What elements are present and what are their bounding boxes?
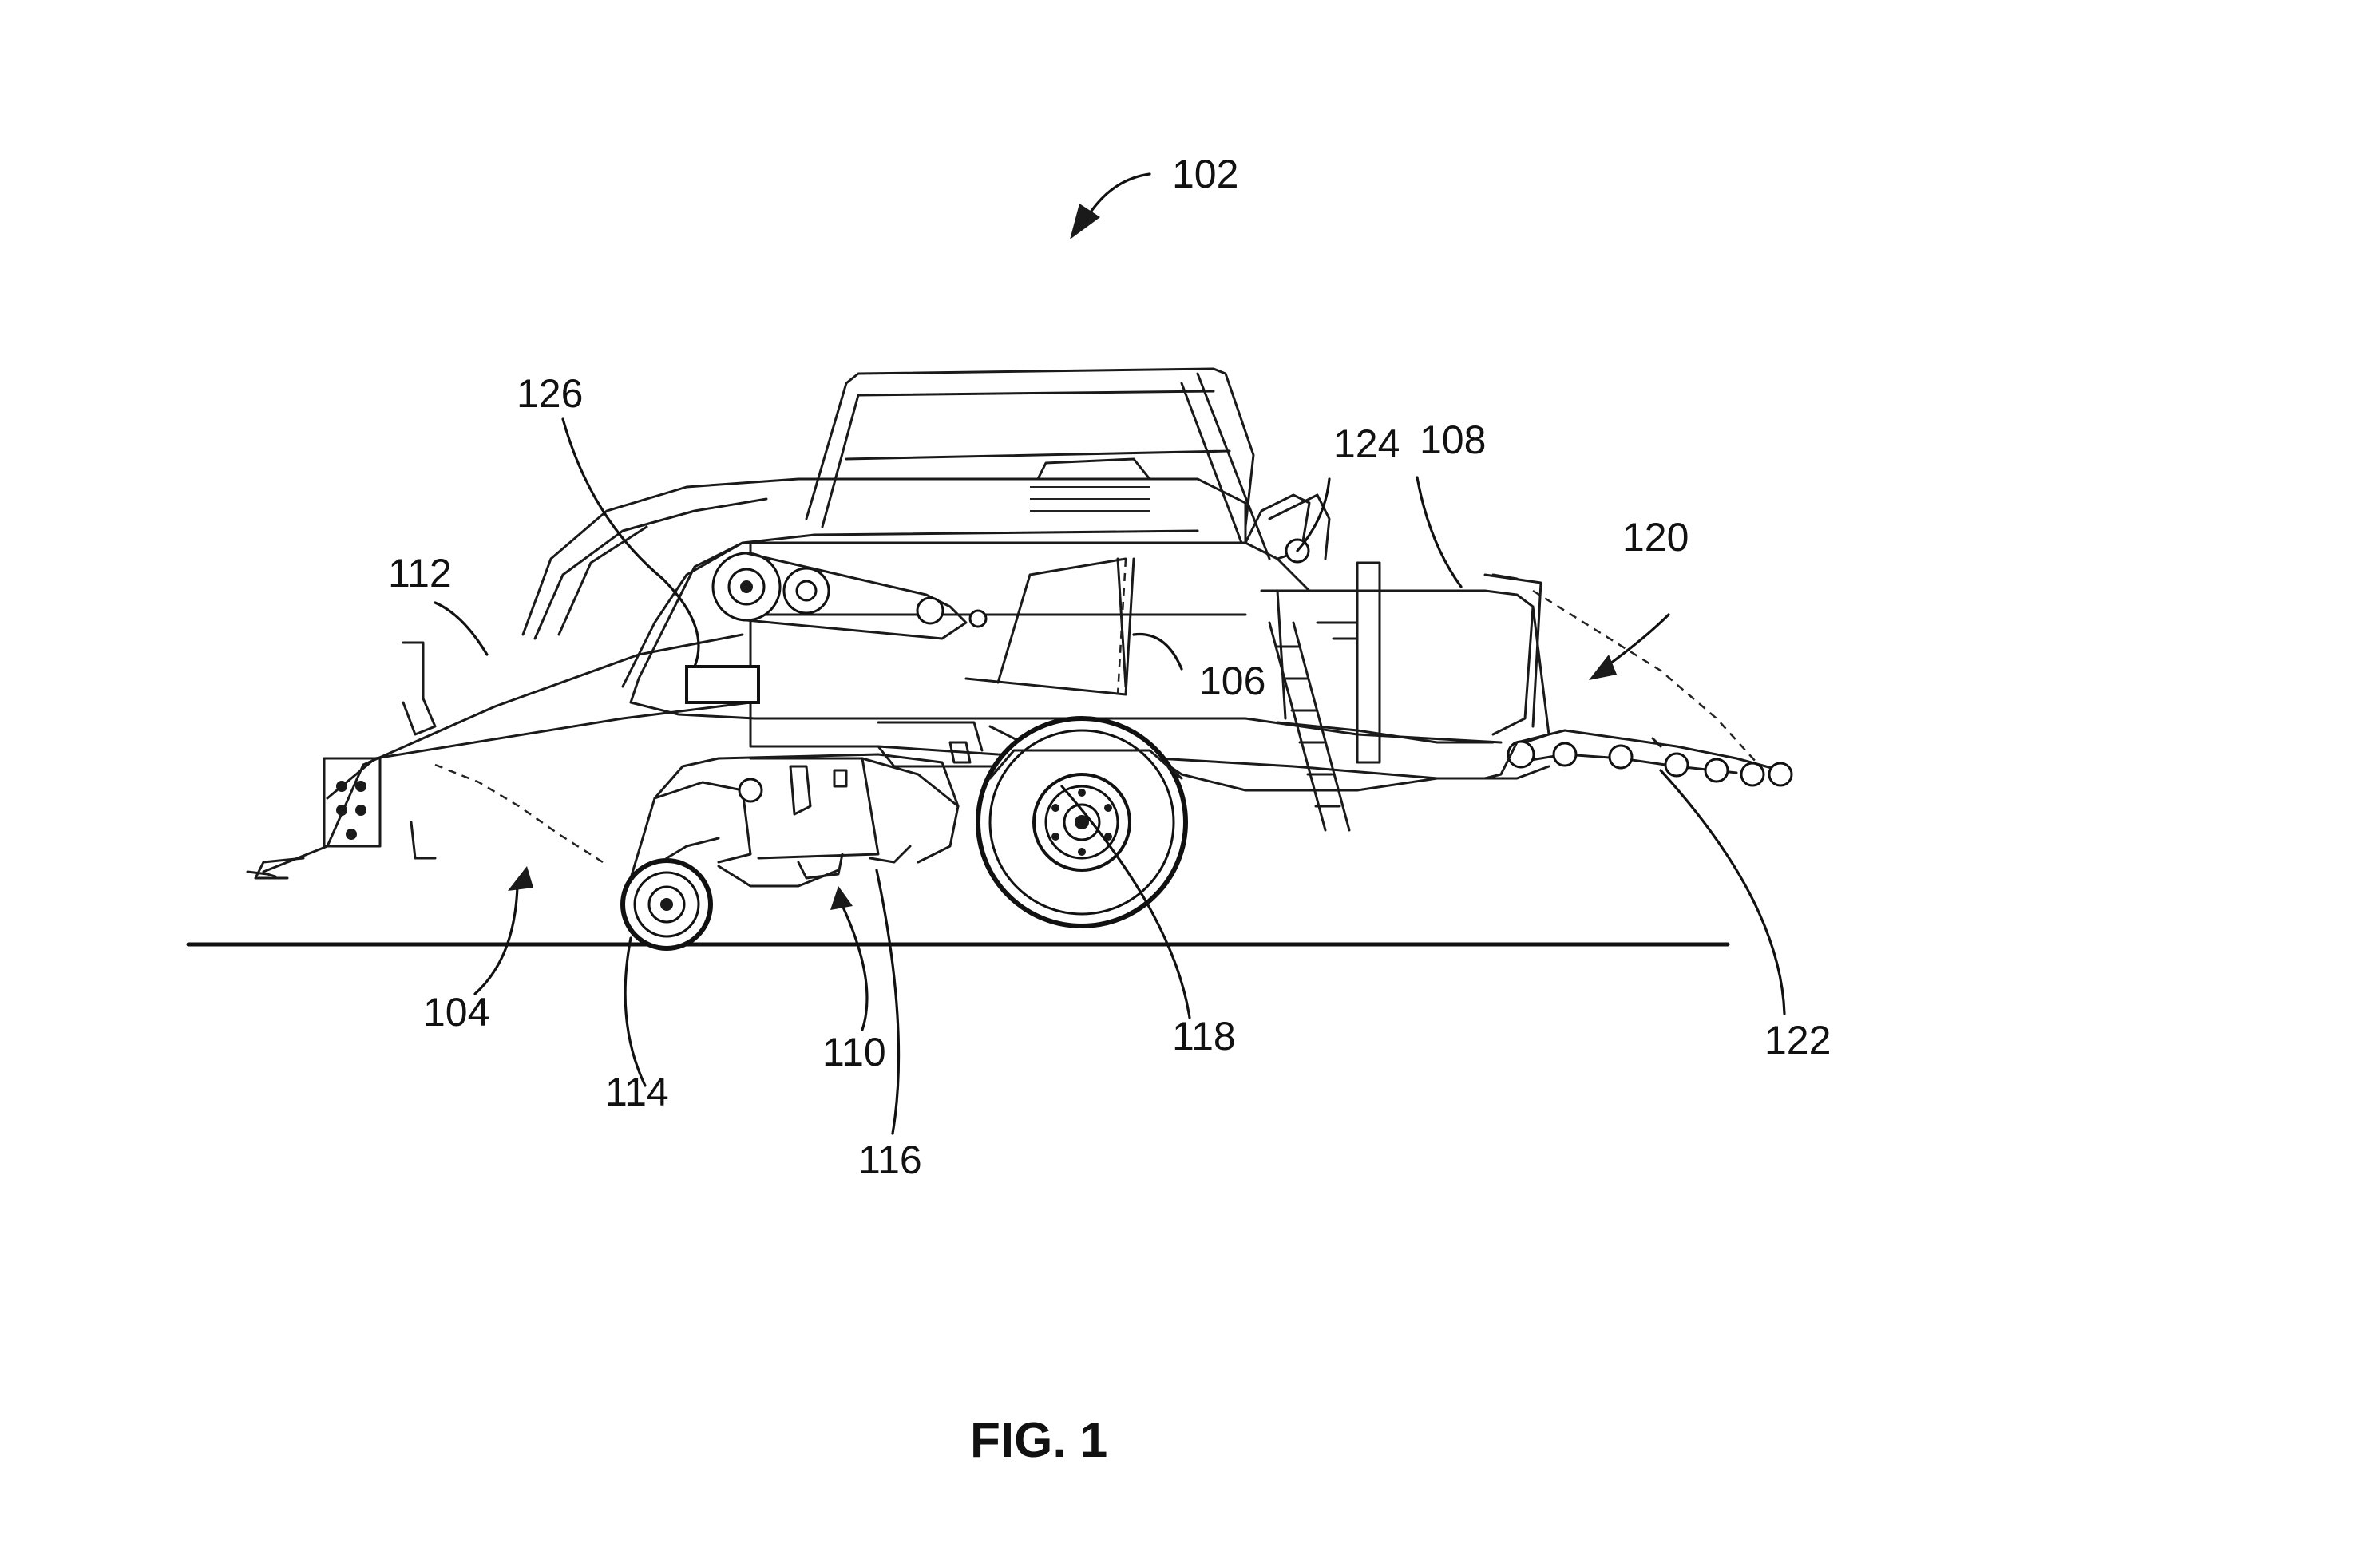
label-112: 112 bbox=[388, 551, 452, 596]
leader-102 bbox=[1084, 172, 1151, 221]
label-122: 122 bbox=[1764, 1018, 1831, 1062]
label-116: 116 bbox=[858, 1138, 922, 1182]
arrowhead-120 bbox=[1589, 655, 1617, 680]
bale-chamber bbox=[1260, 561, 1550, 764]
label-108: 108 bbox=[1420, 417, 1486, 462]
leader-126 bbox=[561, 417, 700, 668]
label-126: 126 bbox=[517, 371, 583, 416]
label-114: 114 bbox=[605, 1070, 669, 1114]
chute-support-rope bbox=[1532, 589, 1757, 763]
leader-118 bbox=[1060, 785, 1191, 1019]
gauge-wheel bbox=[620, 837, 720, 951]
label-102: 102 bbox=[1172, 152, 1238, 196]
top-railing bbox=[805, 367, 1271, 560]
reference-numerals: 102 126 124 108 120 112 106 104 118 122 … bbox=[388, 152, 1831, 1182]
leader-112 bbox=[434, 601, 489, 656]
leader-124 bbox=[1296, 477, 1331, 552]
leader-lines bbox=[434, 172, 1786, 1135]
arrowhead-102 bbox=[1070, 204, 1100, 239]
leader-116 bbox=[875, 869, 901, 1135]
label-118: 118 bbox=[1172, 1014, 1236, 1059]
leader-114 bbox=[624, 936, 647, 1087]
safety-chain bbox=[434, 763, 604, 864]
tongue-drawbar bbox=[246, 633, 752, 880]
ladder bbox=[1268, 621, 1351, 832]
figure-title: FIG. 1 bbox=[970, 1413, 1107, 1468]
hood bbox=[521, 477, 1247, 688]
pickup-feeder bbox=[629, 721, 984, 888]
leader-108 bbox=[1416, 476, 1463, 588]
leader-104 bbox=[473, 884, 519, 995]
main-wheel bbox=[976, 716, 1188, 928]
label-110: 110 bbox=[822, 1030, 886, 1074]
label-120: 120 bbox=[1622, 515, 1689, 560]
leader-106 bbox=[1132, 632, 1183, 671]
arrowhead-104 bbox=[508, 866, 533, 891]
arrowhead-110 bbox=[830, 886, 853, 910]
controller-box bbox=[685, 665, 760, 704]
leader-122 bbox=[1659, 769, 1786, 1015]
baler-drawing bbox=[246, 367, 1793, 951]
drive-pulleys bbox=[711, 552, 988, 640]
leader-110 bbox=[839, 900, 869, 1031]
label-106: 106 bbox=[1199, 659, 1265, 703]
label-104: 104 bbox=[423, 990, 489, 1035]
roller-chute bbox=[1483, 729, 1793, 787]
label-124: 124 bbox=[1333, 421, 1400, 466]
